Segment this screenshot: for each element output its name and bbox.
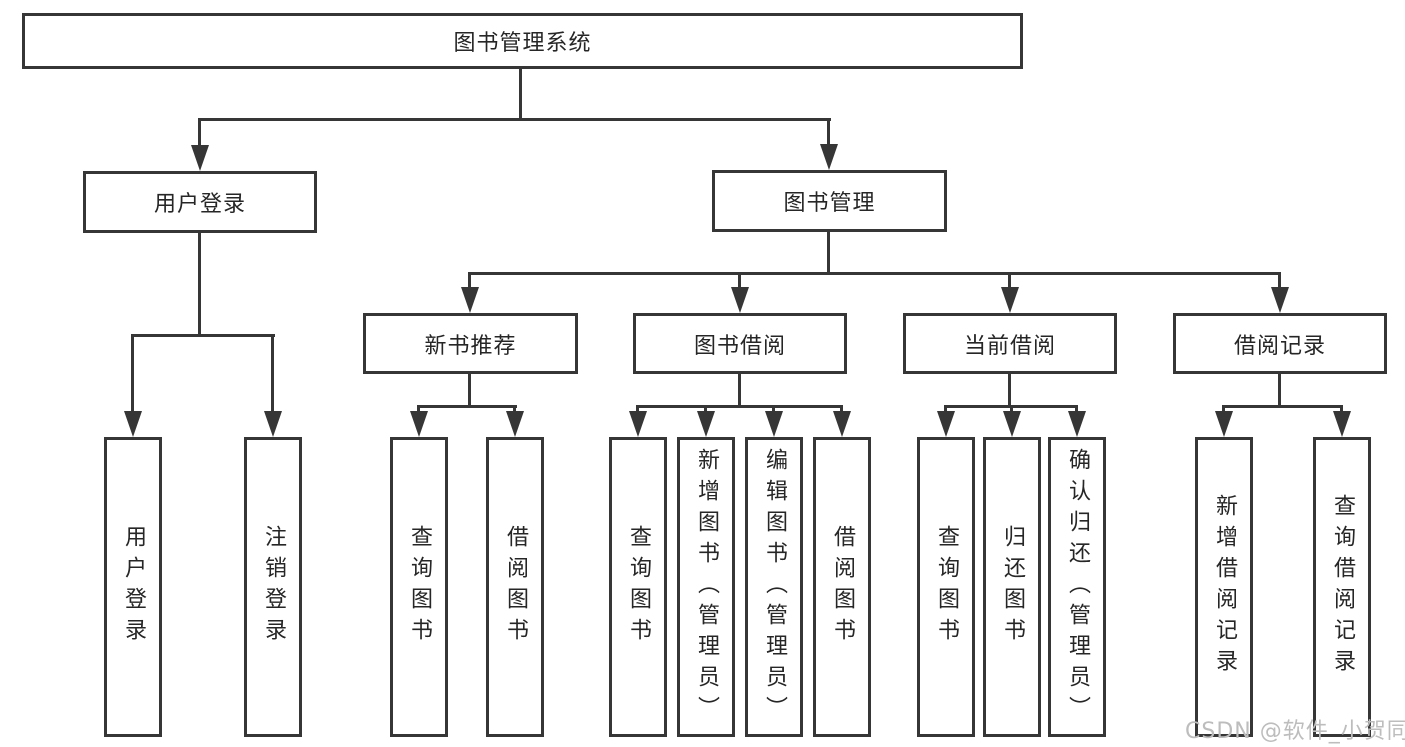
arrow-to-bb4 <box>833 411 851 437</box>
arrow-to-bb3 <box>765 411 783 437</box>
leaf-borrow-edit-books-admin: 编辑图书（管理员） <box>745 437 803 737</box>
leaf-current-query-books: 查询图书 <box>917 437 975 737</box>
leaf-records-query-record: 查询借阅记录 <box>1313 437 1371 737</box>
connector-drop-current <box>1008 272 1011 290</box>
connector-drop-cb3 <box>1075 405 1078 415</box>
node-book-management: 图书管理 <box>712 170 947 232</box>
connector-borrow-split-bar <box>636 405 843 408</box>
connector-records-stem <box>1278 374 1281 408</box>
csdn-watermark: CSDN @软件_小贺同学 <box>1185 719 1405 744</box>
connector-drop-bb2 <box>704 405 707 415</box>
connector-drop-rb1 <box>1222 405 1225 415</box>
connector-drop-nb1 <box>417 405 420 415</box>
arrow-to-newbook <box>461 287 479 313</box>
arrow-to-rb2 <box>1333 411 1351 437</box>
leaf-current-confirm-return-admin: 确认归还（管理员） <box>1048 437 1106 737</box>
arrow-to-leaf-login <box>124 411 142 437</box>
arrow-to-records <box>1271 287 1289 313</box>
node-system-root: 图书管理系统 <box>22 13 1023 69</box>
arrow-to-bb1 <box>629 411 647 437</box>
connector-drop-bb4 <box>840 405 843 415</box>
arrow-to-borrow <box>731 287 749 313</box>
connector-drop-book-mgmt <box>827 118 830 147</box>
leaf-records-add-record: 新增借阅记录 <box>1195 437 1253 737</box>
connector-drop-cb1 <box>944 405 947 415</box>
connector-drop-user-login <box>198 118 201 148</box>
connector-root-stem <box>519 69 522 118</box>
connector-l2-bar <box>468 272 1281 275</box>
arrow-to-nb2 <box>506 411 524 437</box>
leaf-current-return-books: 归还图书 <box>983 437 1041 737</box>
connector-drop-newbook <box>468 272 471 290</box>
arrow-to-cb3 <box>1068 411 1086 437</box>
connector-drop-records <box>1278 272 1281 290</box>
connector-user-stem <box>198 233 201 337</box>
node-user-login: 用户登录 <box>83 171 317 233</box>
connector-drop-borrow <box>738 272 741 290</box>
connector-newbook-stem <box>468 374 471 408</box>
connector-borrow-stem <box>738 374 741 408</box>
connector-drop-bb1 <box>636 405 639 415</box>
connector-bookmgmt-stem <box>827 232 830 275</box>
node-book-borrow: 图书借阅 <box>633 313 847 374</box>
connector-l1-bar <box>198 118 831 121</box>
leaf-newbook-query-books: 查询图书 <box>390 437 448 737</box>
arrow-to-cb2 <box>1003 411 1021 437</box>
node-borrow-records: 借阅记录 <box>1173 313 1387 374</box>
connector-current-stem <box>1008 374 1011 408</box>
connector-records-split-bar <box>1222 405 1343 408</box>
arrow-to-rb1 <box>1215 411 1233 437</box>
connector-drop-cb2 <box>1010 405 1013 415</box>
arrow-to-cb1 <box>937 411 955 437</box>
leaf-newbook-borrow-books: 借阅图书 <box>486 437 544 737</box>
leaf-user-login: 用户登录 <box>104 437 162 737</box>
connector-drop-rb2 <box>1340 405 1343 415</box>
arrow-to-user-login <box>191 145 209 171</box>
arrow-to-leaf-logout <box>264 411 282 437</box>
arrow-to-nb1 <box>410 411 428 437</box>
connector-drop-leaf-logout <box>271 334 274 414</box>
leaf-borrow-query-books: 查询图书 <box>609 437 667 737</box>
node-new-book-recommend: 新书推荐 <box>363 313 578 374</box>
arrow-to-current <box>1001 287 1019 313</box>
connector-drop-bb3 <box>772 405 775 415</box>
leaf-borrow-borrow-books: 借阅图书 <box>813 437 871 737</box>
leaf-borrow-add-books-admin: 新增图书（管理员） <box>677 437 735 737</box>
connector-user-split-bar <box>131 334 275 337</box>
connector-drop-leaf-login <box>131 334 134 414</box>
node-current-borrow: 当前借阅 <box>903 313 1117 374</box>
arrow-to-bb2 <box>697 411 715 437</box>
connector-drop-nb2 <box>513 405 516 415</box>
connector-newbook-split-bar <box>417 405 517 408</box>
leaf-logout: 注销登录 <box>244 437 302 737</box>
arrow-to-book-mgmt <box>820 144 838 170</box>
